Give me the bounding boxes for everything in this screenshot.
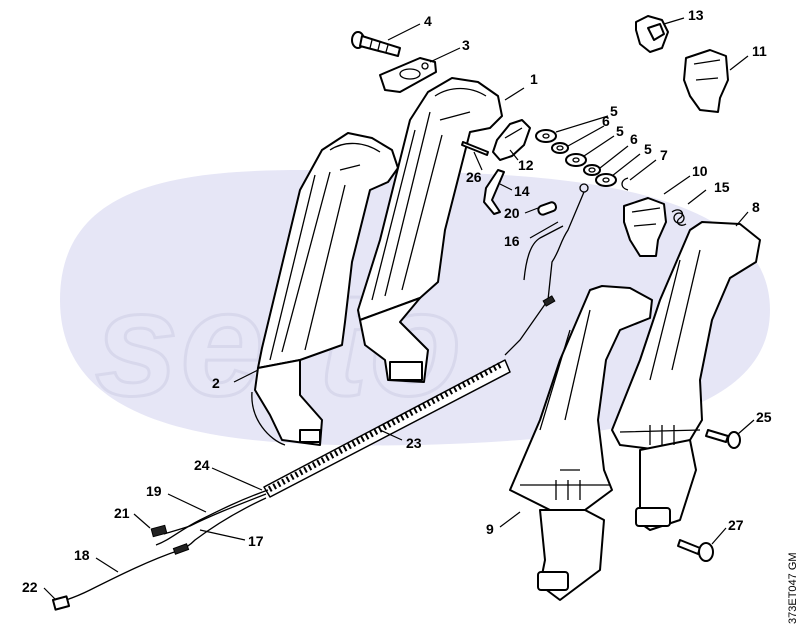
callout-4: 4 [424,13,432,29]
part-16-throttle-cable [504,183,589,356]
washer-5-c [595,173,617,187]
callout-7: 7 [660,147,668,163]
part-3-bracket [379,57,437,93]
callout-26: 26 [466,169,482,185]
callout-1: 1 [530,71,538,87]
callout-19: 19 [146,483,162,499]
cables [51,489,269,611]
part-19-cable [163,493,267,535]
part-8-handle-half [611,221,761,531]
callout-11: 11 [752,43,767,59]
part-7-circlip [621,177,629,191]
part-27-screw [677,539,714,562]
callout-12: 12 [518,157,534,173]
part-26-pin [461,141,489,156]
part-23-conduit-hose [263,359,511,498]
part-25-screw [705,429,741,449]
part-14-clip [483,169,505,215]
callout-6b: 6 [630,131,638,147]
part-22-terminal [51,595,71,611]
callout-3: 3 [462,37,470,53]
callout-17: 17 [248,533,264,549]
callout-20: 20 [504,205,520,221]
callout-22: 22 [22,579,38,595]
part-21-connector [150,524,168,538]
callout-9: 9 [486,521,494,537]
callout-15: 15 [714,179,730,195]
callout-27: 27 [728,517,744,533]
drawing-code: 373ET047 GM [787,552,799,624]
leader-lines [43,17,755,601]
callout-21: 21 [114,505,130,521]
part-18-cable [65,549,181,601]
callout-23: 23 [406,435,422,451]
part-15-spring [671,209,687,226]
callout-6a: 6 [602,113,610,129]
callout-10: 10 [692,163,708,179]
washer-6-a [551,142,569,154]
part-20-cable-nipple [537,201,558,216]
part-4-screw [351,31,401,57]
callout-numbers: 1 2 3 4 5 5 5 6 6 7 8 9 10 11 12 13 14 1… [22,7,772,595]
callout-18: 18 [74,547,90,563]
callout-24: 24 [194,457,210,473]
part-13-lever [635,15,669,53]
part-1-handle-housing [357,77,503,383]
callout-13: 13 [688,7,704,23]
part-10-switch-block [623,197,667,257]
part-9-handle-half [509,285,653,601]
callout-5c: 5 [644,141,652,157]
washers-5-6 [535,129,629,191]
part-11-switch-housing [683,49,729,113]
callout-8: 8 [752,199,760,215]
callout-5a: 5 [610,103,618,119]
washer-5-a [535,129,557,143]
part-24-cable [155,489,269,546]
washer-5-b [565,153,587,167]
callout-16: 16 [504,233,520,249]
callout-14: 14 [514,183,530,199]
callout-5b: 5 [616,123,624,139]
part-12-trigger [492,119,531,161]
callout-25: 25 [756,409,772,425]
callout-2: 2 [212,375,220,391]
washer-6-b [583,164,601,176]
